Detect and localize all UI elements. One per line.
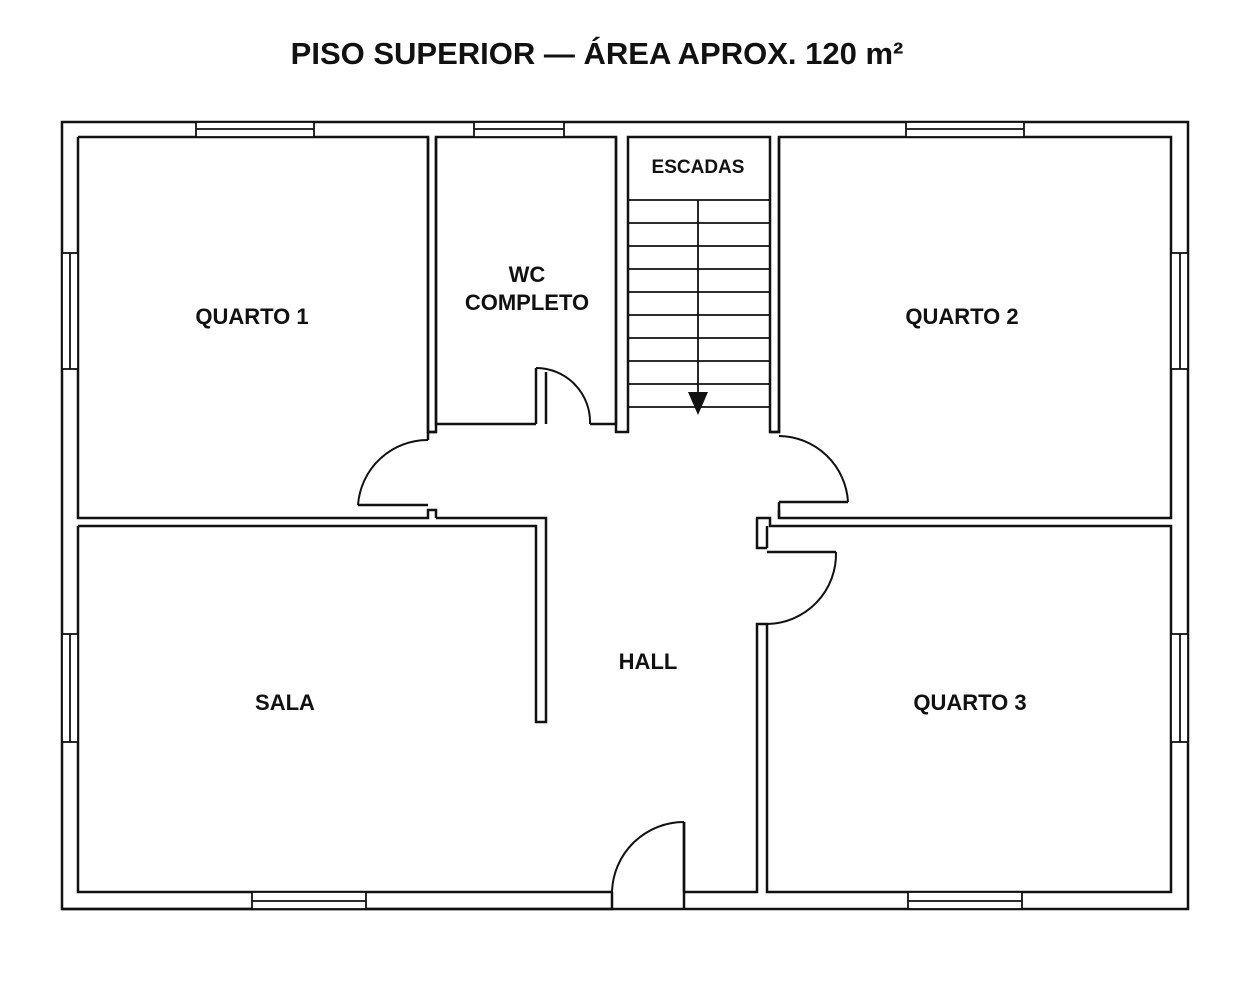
stairs (628, 199, 770, 415)
door-wc (535, 367, 592, 425)
room-wc (434, 137, 618, 426)
room-sala (62, 516, 614, 911)
door-quarto-3 (766, 551, 838, 625)
plan-title: PISO SUPERIOR — ÁREA APROX. 120 m² (291, 36, 904, 71)
label-wc-line-2: COMPLETO (465, 290, 589, 315)
label-wc-line-1: WC (509, 262, 546, 287)
outer-walls (60, 120, 1190, 911)
arrow-down-icon (688, 392, 708, 415)
doors (357, 367, 849, 893)
label-quarto-2: QUARTO 2 (905, 304, 1018, 329)
door-quarto-2 (778, 435, 849, 503)
label-sala: SALA (255, 690, 315, 715)
label-quarto-3: QUARTO 3 (913, 690, 1026, 715)
door-quarto-1 (357, 438, 429, 506)
room-quarto-2 (770, 137, 781, 518)
windows (61, 121, 1189, 910)
label-hall: HALL (619, 649, 678, 674)
label-escadas: ESCADAS (652, 157, 745, 178)
door-entrance (611, 821, 685, 893)
label-quarto-1: QUARTO 1 (195, 304, 308, 329)
